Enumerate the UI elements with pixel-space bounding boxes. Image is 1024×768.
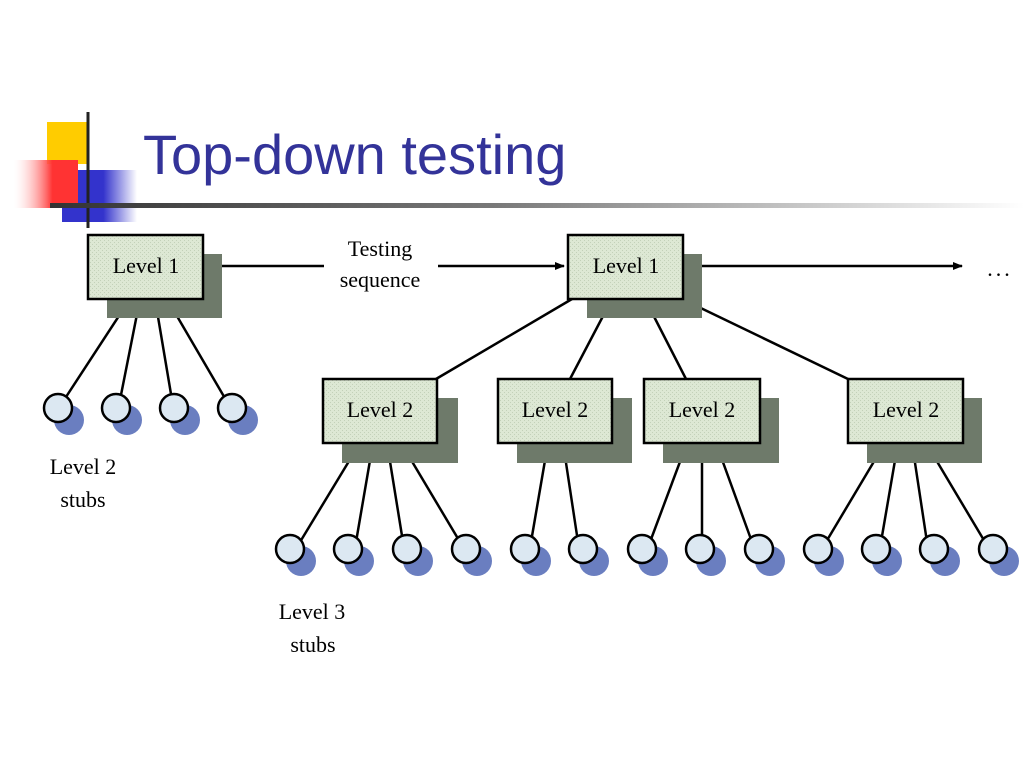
stub-node xyxy=(100,392,142,435)
stub-node xyxy=(391,533,433,576)
stub-node xyxy=(332,533,374,576)
level2-stubs-caption-line1: Level 2 xyxy=(50,454,117,479)
stub-node xyxy=(450,533,492,576)
testing-sequence-line2: sequence xyxy=(340,267,421,292)
stub-node xyxy=(216,392,258,435)
stub-node xyxy=(42,392,84,435)
testing-sequence-line1: Testing xyxy=(348,236,412,261)
stub-node xyxy=(918,533,960,576)
level2-box-2: Level 2 xyxy=(496,377,632,463)
level2-stubs-caption-line2: stubs xyxy=(60,487,105,512)
stub-node xyxy=(158,392,200,435)
level2-box-3: Level 2 xyxy=(642,377,779,463)
stub-node xyxy=(274,533,316,576)
stub-node xyxy=(684,533,726,576)
level2-label-2: Level 2 xyxy=(522,397,589,422)
level2-label-1: Level 2 xyxy=(347,397,414,422)
slide-logo xyxy=(14,112,1024,228)
stub-node xyxy=(567,533,609,576)
level3-stubs-caption-line1: Level 3 xyxy=(279,599,346,624)
logo-yellow-square xyxy=(47,122,89,164)
stub-node xyxy=(802,533,844,576)
left-level1-label: Level 1 xyxy=(113,253,180,278)
stub-node xyxy=(743,533,785,576)
level2-box-1: Level 2 xyxy=(321,377,458,463)
stub-node xyxy=(626,533,668,576)
level2-box-4: Level 2 xyxy=(846,377,982,463)
stubs xyxy=(42,392,1019,576)
continuation-ellipsis: ... xyxy=(987,256,1013,281)
right-level1-box: Level 1 xyxy=(566,233,702,318)
logo-red-square xyxy=(14,160,78,208)
level2-label-3: Level 2 xyxy=(669,397,736,422)
left-level1-box: Level 1 xyxy=(86,233,222,318)
stub-node xyxy=(860,533,902,576)
title-underline xyxy=(50,203,1024,208)
level3-stubs-caption-line2: stubs xyxy=(290,632,335,657)
stub-node xyxy=(509,533,551,576)
page-title: Top-down testing xyxy=(143,123,567,186)
right-level1-label: Level 1 xyxy=(593,253,660,278)
stub-node xyxy=(977,533,1019,576)
level2-label-4: Level 2 xyxy=(873,397,940,422)
